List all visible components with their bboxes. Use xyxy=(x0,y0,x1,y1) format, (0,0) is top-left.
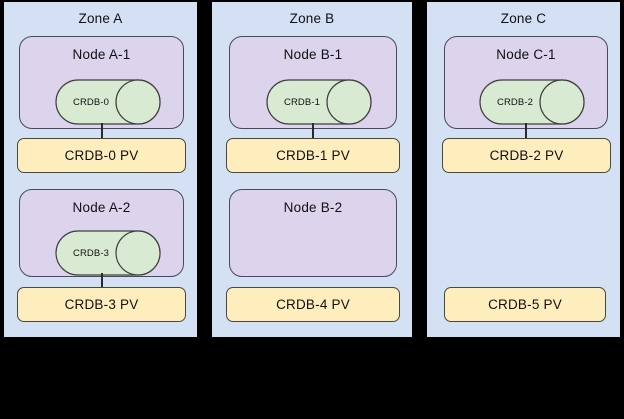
database-cylinder-icon xyxy=(479,79,585,125)
crdb-3-pod[interactable]: CRDB-3 xyxy=(55,230,161,276)
database-cylinder-icon xyxy=(55,230,161,276)
crdb-1-pv-label: CRDB-1 PV xyxy=(276,148,350,163)
crdb-2-pv[interactable]: CRDB-2 PV xyxy=(442,138,611,173)
crdb-4-pv[interactable]: CRDB-4 PV xyxy=(226,287,400,322)
database-cylinder-icon xyxy=(266,79,372,125)
crdb-0-pod[interactable]: CRDB-0 xyxy=(55,79,161,125)
crdb-3-pv[interactable]: CRDB-3 PV xyxy=(17,287,186,322)
zone-b-container: Zone B Node B-1 CRDB-1 CRDB-1 PV Node B-… xyxy=(212,2,412,337)
crdb-0-pv-label: CRDB-0 PV xyxy=(64,148,139,163)
node-c-1-title: Node C-1 xyxy=(496,47,556,62)
node-a-2[interactable]: Node A-2 CRDB-3 xyxy=(19,189,184,277)
node-b-1[interactable]: Node B-1 CRDB-1 xyxy=(229,36,397,129)
crdb-3-pv-label: CRDB-3 PV xyxy=(64,297,139,312)
crdb-1-connector xyxy=(312,123,314,140)
zone-a-container: Zone A Node A-1 CRDB-0 CRDB-0 PV Node A-… xyxy=(4,2,197,337)
zone-c-title: Zone C xyxy=(500,11,547,26)
zone-c-container: Zone C Node C-1 CRDB-2 CRDB-2 PV CRDB-5 … xyxy=(427,2,620,337)
node-a-1[interactable]: Node A-1 CRDB-0 xyxy=(19,36,184,129)
node-c-1[interactable]: Node C-1 CRDB-2 xyxy=(444,36,608,129)
crdb-5-pv[interactable]: CRDB-5 PV xyxy=(444,287,606,322)
zone-a-title: Zone A xyxy=(78,11,123,26)
crdb-5-pv-label: CRDB-5 PV xyxy=(488,297,562,312)
crdb-3-connector xyxy=(101,273,103,289)
node-b-1-title: Node B-1 xyxy=(283,47,343,62)
node-a-2-title: Node A-2 xyxy=(72,200,131,215)
node-b-2[interactable]: Node B-2 xyxy=(229,189,397,277)
node-b-2-title: Node B-2 xyxy=(283,200,343,215)
node-a-1-title: Node A-1 xyxy=(72,47,131,62)
crdb-1-pod[interactable]: CRDB-1 xyxy=(266,79,372,125)
database-cylinder-icon xyxy=(55,79,161,125)
crdb-4-pv-label: CRDB-4 PV xyxy=(276,297,350,312)
crdb-2-connector xyxy=(525,123,527,140)
crdb-2-pod[interactable]: CRDB-2 xyxy=(479,79,585,125)
crdb-2-pv-label: CRDB-2 PV xyxy=(489,148,564,163)
crdb-0-pv[interactable]: CRDB-0 PV xyxy=(17,138,186,173)
crdb-1-pv[interactable]: CRDB-1 PV xyxy=(226,138,400,173)
crdb-0-connector xyxy=(101,123,103,140)
zone-b-title: Zone B xyxy=(289,11,335,26)
